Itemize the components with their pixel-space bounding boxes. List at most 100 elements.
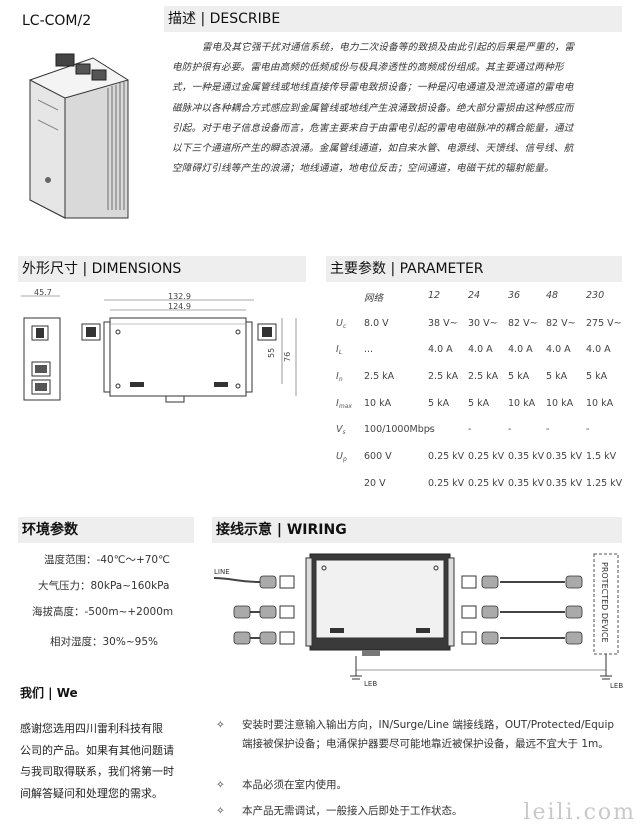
note-text: 本品必须在室内使用。 — [242, 779, 347, 791]
env-row-temperature: 温度范围：-40℃～+70℃ — [44, 554, 170, 566]
param-value: 82 V~ — [546, 318, 576, 329]
model-header: LC-COM/2 — [18, 8, 138, 34]
param-value: 4.0 A — [546, 344, 571, 355]
param-value: 4.0 A — [586, 344, 611, 355]
dimension-drawing: 45.7 132.9 124.9 55 76 — [21, 288, 297, 403]
param-value: 0.25 kV — [428, 451, 465, 462]
param-value: 10 kA — [364, 398, 392, 409]
star-icon: ✧ — [216, 719, 225, 731]
param-value: 2.5 kA — [428, 371, 459, 382]
param-value: 0.25 kV — [468, 478, 505, 489]
param-value: 0.25 kV — [468, 451, 505, 462]
we-line: 感谢您选用四川雷利科技有限 — [20, 722, 163, 735]
param-value: 0.35 kV — [508, 478, 545, 489]
param-value: 5 kA — [468, 398, 490, 409]
param-value: 1.5 kV — [586, 451, 617, 462]
param-symbol: Imax — [336, 398, 352, 410]
param-value: 8.0 V — [364, 318, 389, 329]
param-value: 2.5 kA — [364, 371, 395, 382]
we-line: 与我司取得联系，我们将第一时 — [20, 765, 174, 778]
wiring-header: 接线示意 | WIRING — [212, 517, 622, 543]
param-value: 2.5 kA — [468, 371, 499, 382]
wiring-title: 接线示意 | WIRING — [216, 522, 347, 538]
param-symbol: Up — [336, 451, 347, 463]
describe-line: 空障碍灯引线等产生的浪涌；地线通道，地电位反击；空间通道，电磁干扰的辐射能量。 — [172, 163, 554, 175]
star-icon: ✧ — [216, 779, 225, 791]
param-col-header: 230 — [586, 290, 605, 301]
note-text: 本产品无需调试，一般接入后即处于工作状态。 — [242, 805, 463, 817]
param-value: 20 V — [364, 478, 386, 489]
describe-line: 引起。对于电子信息设备而言，危害主要来自于由雷电引起的雷电电磁脉冲的耦合能量，通… — [172, 122, 574, 134]
param-symbol: In — [336, 371, 343, 383]
param-symbol: Uc — [336, 318, 347, 330]
param-value: - — [508, 424, 512, 435]
describe-line: 以下三个通道所产生的瞬态浪涌。金属管线通道，如自来水管、电源线、天馈线、信号线、… — [172, 143, 574, 155]
param-col-header: 48 — [546, 290, 559, 301]
param-value: - — [428, 424, 432, 435]
parameter-table: 网络 12 24 36 48 230 Uc 8.0 V 38 V~ 30 V~ … — [336, 290, 636, 500]
describe-title: 描述 | DESCRIBE — [168, 11, 281, 27]
param-col-header: 网络 — [364, 293, 384, 304]
wiring-diagram: LINE PROTECTED DEVICE LEB LEB — [213, 553, 623, 690]
param-value: 100/1000Mbps — [364, 424, 435, 435]
note-1: ✧ 安装时要注意输入输出方向，IN/Surge/Line 端接线路，OUT/Pr… — [216, 716, 620, 754]
param-col-header: 36 — [508, 290, 521, 301]
model-title: LC-COM/2 — [22, 13, 92, 29]
describe-line: 式，一种是通过金属管线或地线直接传导雷电致损设备；一种是闪电通道及泄流通道的雷电… — [172, 82, 574, 94]
param-value: 1.25 kV — [586, 478, 623, 489]
dimensions-title: 外形尺寸 | DIMENSIONS — [22, 261, 182, 277]
star-icon: ✧ — [216, 805, 225, 817]
param-value: 5 kA — [508, 371, 530, 382]
param-value: - — [586, 424, 590, 435]
param-col-header: 24 — [468, 290, 481, 301]
param-value: 38 V~ — [428, 318, 458, 329]
we-line: 公司的产品。如果有其他问题请 — [20, 743, 174, 757]
param-value: 10 kA — [508, 398, 536, 409]
param-value: 0.35 kV — [546, 478, 583, 489]
param-col-header: 12 — [428, 290, 441, 301]
describe-line: 磁脉冲以各种耦合方式感应到金属管线或地线产生浪涌致损设备。绝大部分雷损由这种感应… — [172, 102, 574, 114]
describe-text: 雷电及其它强干扰对通信系统，电力二次设备等的致损及由此引起的后果是严重的，雷 电… — [172, 38, 622, 179]
param-value: 0.35 kV — [508, 451, 545, 462]
wiring-line-label: LINE — [214, 568, 230, 576]
product-image — [29, 53, 129, 219]
param-value: 4.0 A — [428, 344, 453, 355]
param-value: 5 kA — [546, 371, 568, 382]
dim-label-inner: 124.9 — [168, 302, 191, 311]
note-2: ✧ 本品必须在室内使用。 — [216, 776, 620, 795]
env-row-pressure: 大气压力：80kPa~160kPa — [38, 580, 170, 592]
param-value: ... — [364, 344, 374, 355]
dim-label-total: 132.9 — [168, 292, 191, 301]
describe-line: 雷电及其它强干扰对通信系统，电力二次设备等的致损及由此引起的后果是严重的，雷 — [202, 42, 575, 53]
note-text: 安装时要注意输入输出方向，IN/Surge/Line 端接线路，OUT/Prot… — [242, 719, 615, 750]
environment-header: 环境参数 — [18, 517, 194, 543]
leb-right-label: LEB — [610, 682, 623, 690]
param-value: 4.0 A — [468, 344, 493, 355]
parameter-header: 主要参数 | PARAMETER — [326, 256, 622, 282]
leb-left-label: LEB — [364, 680, 377, 688]
param-value: - — [468, 424, 472, 435]
watermark: leili.com — [523, 800, 636, 825]
param-symbol: Vs — [336, 424, 346, 436]
we-title: 我们 | We — [20, 686, 78, 700]
environment-title: 环境参数 — [22, 522, 78, 538]
parameter-title: 主要参数 | PARAMETER — [330, 261, 484, 277]
protected-device-label: PROTECTED DEVICE — [600, 562, 609, 643]
dim-label-76: 76 — [283, 352, 292, 362]
param-value: 5 kA — [428, 398, 450, 409]
param-value: 5 kA — [586, 371, 608, 382]
env-row-humidity: 相对湿度：30%~95% — [50, 636, 158, 648]
param-value: 0.25 kV — [428, 478, 465, 489]
dimensions-header: 外形尺寸 | DIMENSIONS — [18, 256, 306, 282]
param-value: - — [546, 424, 550, 435]
param-value: 600 V — [364, 451, 392, 462]
dim-label-side: 45.7 — [34, 288, 52, 297]
param-value: 275 V~ — [586, 318, 622, 329]
param-value: 10 kA — [586, 398, 614, 409]
param-value: 82 V~ — [508, 318, 538, 329]
param-value: 30 V~ — [468, 318, 498, 329]
describe-line: 电防护很有必要。雷电由高频的低频成份与极具渗透性的高频成份组成。其主要通过两种形 — [172, 62, 564, 74]
param-symbol: IL — [336, 344, 343, 356]
env-row-altitude: 海拔高度：-500m~+2000m — [32, 606, 174, 618]
param-value: 10 kA — [546, 398, 574, 409]
